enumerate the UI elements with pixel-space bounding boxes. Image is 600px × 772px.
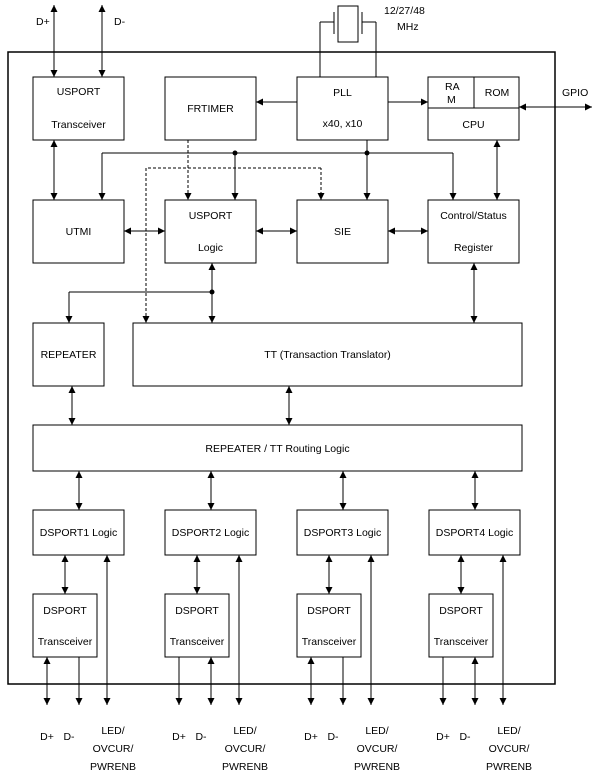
ram-label-part1: RA [445, 81, 460, 93]
gpio-label: GPIO [562, 87, 588, 99]
dsport3-dplus-label: D+ [304, 731, 318, 743]
utmi-block [32, 199, 125, 264]
routing-logic-label: REPEATER / TT Routing Logic [205, 443, 349, 455]
dsport4-dminus-label: D- [459, 731, 471, 743]
dsport1-transceiver-block [32, 593, 98, 658]
dsport2-pwrenb-label: PWRENB [222, 761, 268, 772]
dsport2-led-label: LED/ [233, 725, 256, 737]
usport-logic-block [164, 199, 257, 264]
dsport2-transceiver-subtitle: Transceiver [170, 636, 225, 648]
pll-multiplier: x40, x10 [323, 118, 363, 130]
upstream-dplus-label: D+ [36, 16, 50, 28]
usport-transceiver-block [32, 76, 125, 141]
dsport1-dminus-label: D- [63, 731, 75, 743]
dsport3-logic-label: DSPORT3 Logic [304, 527, 381, 539]
utmi-label: UTMI [66, 226, 92, 238]
dsport4-transceiver-title: DSPORT [439, 605, 483, 617]
dsport4-dplus-label: D+ [436, 731, 450, 743]
cpu-label: CPU [462, 119, 484, 131]
usport-logic-title: USPORT [189, 210, 233, 222]
routing-logic-block [32, 424, 523, 472]
frtimer-block [164, 76, 257, 141]
dsport1-pwrenb-label: PWRENB [90, 761, 136, 772]
dsport4-logic-label: DSPORT4 Logic [436, 527, 513, 539]
dsport1-logic-label: DSPORT1 Logic [40, 527, 117, 539]
dsport1-dplus-label: D+ [40, 731, 54, 743]
dsport4-transceiver-block [428, 593, 494, 658]
dsport3-ovcur-label: OVCUR/ [357, 743, 398, 755]
dsport2-ovcur-label: OVCUR/ [225, 743, 266, 755]
rom-label: ROM [485, 87, 510, 99]
dsport3-transceiver-block [296, 593, 362, 658]
crystal-oscillator [319, 5, 377, 77]
pll-block [296, 76, 389, 141]
clock-bus [98, 140, 457, 200]
dsport1-transceiver-subtitle: Transceiver [38, 636, 93, 648]
dsport2-logic-block [164, 509, 257, 556]
crystal-frequency-unit: MHz [397, 21, 419, 33]
dsport1-logic-block [32, 509, 125, 556]
dsport3-dminus-label: D- [327, 731, 339, 743]
dsport4-transceiver-subtitle: Transceiver [434, 636, 489, 648]
dsport4-logic-block [428, 509, 521, 556]
dsport2-transceiver-block [164, 593, 230, 658]
dsport2-dplus-label: D+ [172, 731, 186, 743]
ram-label-part2: M [447, 94, 456, 106]
dsport4-led-label: LED/ [497, 725, 520, 737]
sie-block [296, 199, 389, 264]
dsport2-transceiver-title: DSPORT [175, 605, 219, 617]
dsport3-transceiver-subtitle: Transceiver [302, 636, 357, 648]
dsport2-logic-label: DSPORT2 Logic [172, 527, 249, 539]
pll-title: PLL [333, 87, 352, 99]
dsport3-led-label: LED/ [365, 725, 388, 737]
dsport1-ovcur-label: OVCUR/ [93, 743, 134, 755]
control-status-title: Control/Status [440, 210, 507, 222]
dsport1-led-label: LED/ [101, 725, 124, 737]
usport-logic-fanout [65, 263, 216, 323]
usport-transceiver-subtitle: Transceiver [51, 119, 106, 131]
dsport3-logic-block [296, 509, 389, 556]
frtimer-label: FRTIMER [187, 103, 234, 115]
dsport3-transceiver-title: DSPORT [307, 605, 351, 617]
upstream-dminus-label: D- [114, 16, 126, 28]
dsport1-transceiver-title: DSPORT [43, 605, 87, 617]
repeater-label: REPEATER [41, 349, 97, 361]
tt-label: TT (Transaction Translator) [264, 349, 391, 361]
dsport3-pwrenb-label: PWRENB [354, 761, 400, 772]
dsport4-ovcur-label: OVCUR/ [489, 743, 530, 755]
dsport2-dminus-label: D- [195, 731, 207, 743]
control-status-subtitle: Register [454, 242, 494, 254]
tt-block [132, 322, 523, 387]
sie-to-tt-dashed-path [142, 167, 325, 323]
crystal-frequency: 12/27/48 [384, 5, 425, 17]
dsport4-pwrenb-label: PWRENB [486, 761, 532, 772]
sie-label: SIE [334, 226, 351, 238]
control-status-register-block [427, 199, 520, 264]
usport-logic-subtitle: Logic [198, 242, 223, 254]
repeater-block [32, 322, 105, 387]
usport-transceiver-title: USPORT [57, 86, 101, 98]
